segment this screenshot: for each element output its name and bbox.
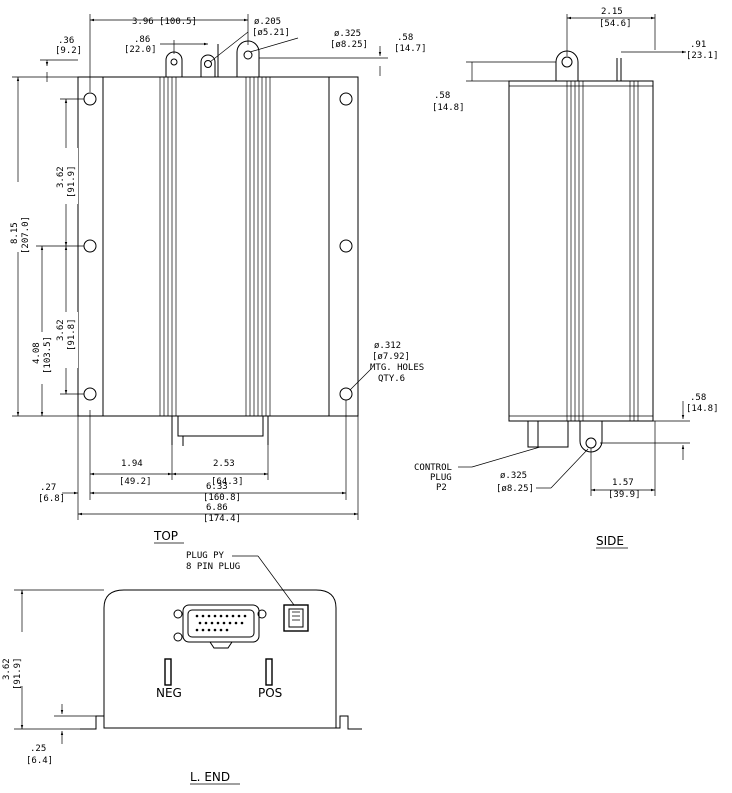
dim-hole-205: ø.205 <box>254 17 281 27</box>
dim-3-62-lower: 3.62 <box>56 319 66 341</box>
label-8-pin-plug: 8 PIN PLUG <box>186 562 240 572</box>
dim-0-58-side-bottom-mm: [14.8] <box>686 404 719 414</box>
dim-0-58-top: .58 <box>397 33 413 43</box>
dim-6-86-mm: [174.4] <box>203 514 241 524</box>
dim-6-33-mm: [160.8] <box>203 493 241 503</box>
label-neg: NEG <box>156 686 182 700</box>
dim-1-94: 1.94 <box>121 459 143 469</box>
end-base-flange <box>80 715 362 730</box>
dim-2-15: 2.15 <box>601 7 623 17</box>
dim-0-91-mm: [23.1] <box>686 51 719 61</box>
top-fins <box>159 77 271 416</box>
end-housing <box>103 589 337 728</box>
dim-8-15: 8.15 <box>10 222 20 244</box>
dim-0-86-mm: [22.0] <box>124 45 157 55</box>
dim-2-53: 2.53 <box>213 459 235 469</box>
dim-end-3-62-mm: [91.9] <box>13 657 23 690</box>
dim-4-08-mm: [103.5] <box>43 336 53 374</box>
dim-side-hole-mm: [ø8.25] <box>496 484 534 494</box>
dim-1-57-mm: [39.9] <box>608 490 641 500</box>
top-housing <box>102 76 330 417</box>
top-terminal-tabs <box>165 40 260 77</box>
dim-0-58-top-mm: [14.7] <box>394 44 427 54</box>
dim-4-08: 4.08 <box>32 342 42 364</box>
title-l-end: L. END <box>190 770 230 784</box>
dim-mtg-holes-qty: QTY.6 <box>378 374 405 384</box>
dim-mtg-holes-label: MTG. HOLES <box>370 363 424 373</box>
dim-0-58-side-top-mm: [14.8] <box>432 103 465 113</box>
dim-3-62-upper: 3.62 <box>56 166 66 188</box>
label-plug: PLUG <box>430 473 452 483</box>
end-view: NEG POS PLUG PY 8 PIN PLUG 3.62 [91.9] .… <box>2 551 362 785</box>
dim-3-62-lower-mm: [91.8] <box>67 318 77 351</box>
dim-mtg-hole: ø.312 <box>374 341 401 351</box>
side-view: 2.15 [54.6] .91 [23.1] .58 [14.8] .58 [1… <box>414 7 719 549</box>
dim-1-57: 1.57 <box>612 478 634 488</box>
end-neg-terminal <box>164 658 172 686</box>
dim-end-3-62: 3.62 <box>2 658 12 680</box>
dim-0-27-mm: [6.8] <box>38 494 65 504</box>
dim-0-58-side-top: .58 <box>434 91 450 101</box>
dim-2-53-mm: [64.3] <box>211 477 244 487</box>
label-pos: POS <box>258 686 282 700</box>
dim-0-27: .27 <box>40 483 56 493</box>
label-control: CONTROL <box>414 463 452 473</box>
side-fins <box>509 81 653 421</box>
label-plug-py: PLUG PY <box>186 551 225 561</box>
dim-0-91: .91 <box>690 40 706 50</box>
dim-3-96: 3.96 [100.5] <box>132 17 197 27</box>
dim-0-58-side-bottom: .58 <box>690 393 706 403</box>
dim-6-86: 6.86 <box>206 503 228 513</box>
dim-hole-325-mm: [ø8.25] <box>330 40 368 50</box>
dim-0-36: .36 <box>58 36 74 46</box>
top-base-plate <box>77 76 359 417</box>
dim-0-25: .25 <box>30 744 46 754</box>
dim-0-25-mm: [6.4] <box>26 756 53 766</box>
dim-0-36-mm: [9.2] <box>55 46 82 56</box>
dim-3-62-upper-mm: [91.9] <box>67 165 77 198</box>
top-control-plug <box>171 415 269 446</box>
end-main-connector <box>173 604 267 649</box>
dim-side-hole: ø.325 <box>500 471 527 481</box>
top-mounting-holes <box>83 92 353 401</box>
dim-2-15-mm: [54.6] <box>599 19 632 29</box>
dim-6-33: 6.33 <box>206 482 228 492</box>
title-top: TOP <box>153 529 178 543</box>
dim-1-94-mm: [49.2] <box>119 477 152 487</box>
dim-hole-205-mm: [ø5.21] <box>252 28 290 38</box>
end-8pin-plug <box>283 604 309 632</box>
side-housing <box>508 80 654 422</box>
end-pos-terminal <box>265 658 273 686</box>
side-control-plug <box>527 420 569 448</box>
top-view: 3.96 [100.5] .36 [9.2] .86 [22.0] ø.205 … <box>10 14 427 544</box>
dim-hole-325: ø.325 <box>334 29 361 39</box>
title-side: SIDE <box>596 534 624 548</box>
label-p2: P2 <box>436 483 447 493</box>
side-bottom-tab <box>579 421 603 453</box>
dim-0-86: .86 <box>134 35 150 45</box>
dim-8-15-mm: [207.0] <box>21 216 31 254</box>
dim-mtg-hole-mm: [ø7.92] <box>372 352 410 362</box>
